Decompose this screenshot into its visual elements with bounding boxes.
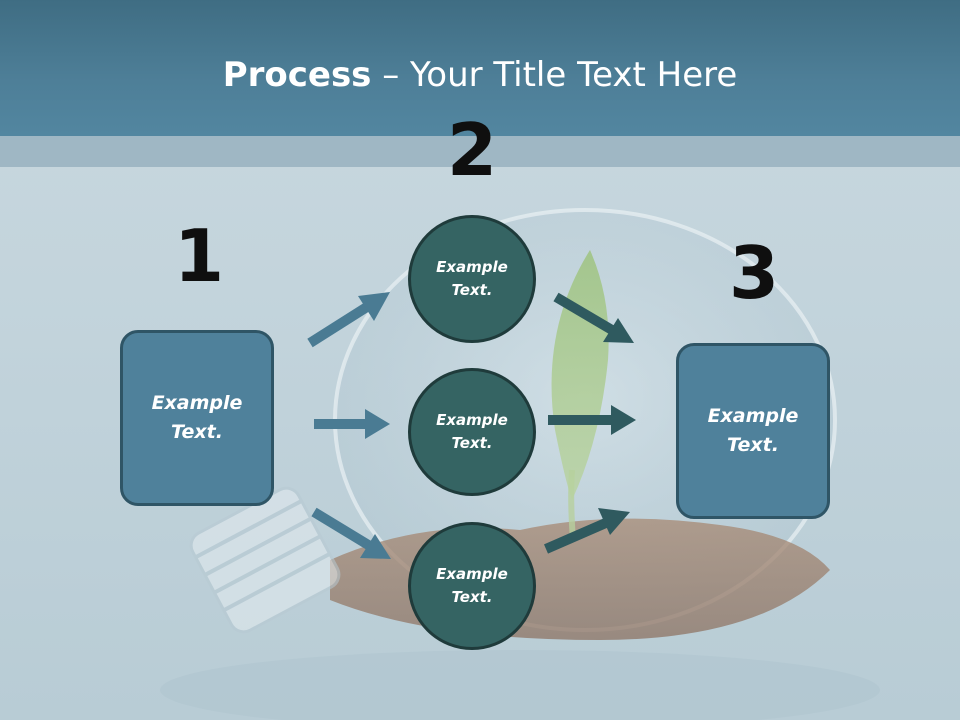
arrow-top-to-right <box>556 297 634 343</box>
arrow-left-to-bottom <box>314 512 391 559</box>
arrow-bottom-to-right <box>546 508 630 549</box>
arrow-left-to-top <box>310 292 390 343</box>
arrow-left-to-middle <box>314 409 390 439</box>
arrow-middle-to-right <box>548 405 636 435</box>
